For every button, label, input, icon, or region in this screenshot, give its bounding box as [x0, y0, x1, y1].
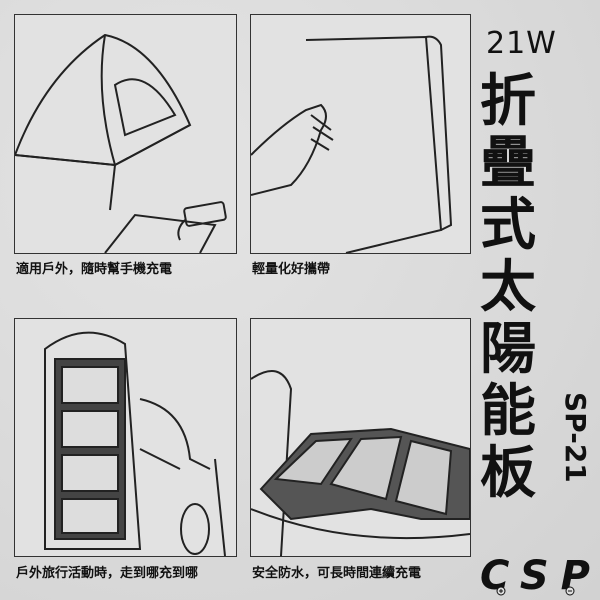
hand-illustration	[251, 35, 453, 253]
title-char: 疊	[480, 130, 536, 196]
panel-tent	[14, 14, 237, 254]
title-char: 能	[480, 378, 536, 444]
title-char: 陽	[480, 316, 536, 382]
panel-hand	[250, 14, 471, 254]
model-number: SP-21	[559, 392, 592, 483]
title-char: 折	[480, 68, 536, 134]
wattage-label: 21W	[486, 26, 557, 61]
product-title: 折 疊 式 太 陽 能 板	[474, 70, 542, 504]
tent-illustration	[15, 33, 227, 253]
title-char: 板	[480, 440, 536, 506]
panel-hiker	[14, 318, 237, 557]
backpack-illustration	[251, 370, 470, 556]
title-char: 式	[480, 192, 536, 258]
caption-backpack: 安全防水，可長時間連續充電	[252, 566, 422, 581]
title-char: 太	[480, 254, 536, 320]
csp-logo: CSP	[480, 553, 590, 598]
hiker-illustration	[44, 331, 226, 556]
caption-hiker: 戶外旅行活動時，走到哪充到哪	[16, 566, 199, 581]
panel-backpack	[250, 318, 471, 557]
caption-tent: 適用戶外，隨時幫手機充電	[16, 262, 173, 277]
caption-hand: 輕量化好攜帶	[252, 262, 331, 277]
